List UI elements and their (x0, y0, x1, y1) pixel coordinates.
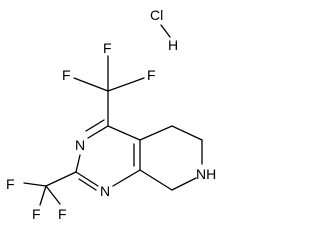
ring-bond-c4a-c5 (139, 125, 173, 141)
ring-bond-c8-c8a (139, 169, 173, 191)
ring-bond-c5-c6 (171, 125, 203, 141)
cf3-top-fluorine-1: F (103, 40, 112, 56)
c-cf3-bond-left (45, 171, 77, 187)
cf-bond-left-3 (45, 185, 61, 205)
cf3-left-fluorine-2: F (32, 206, 41, 222)
structure-diagram: Cl H F F F N N F F F NH (6, 7, 216, 222)
cf-bond-left-2 (39, 185, 47, 206)
ring-bond-c4-n3 (87, 125, 109, 139)
amine-nh-label: NH (196, 166, 216, 182)
ring-bond-n-c8 (171, 177, 197, 191)
cf3-top-fluorine-2: F (62, 67, 71, 83)
molecule-drawing: Cl H F F F N N F F F NH (6, 7, 216, 222)
hydrogen-label: H (168, 37, 178, 53)
cf3-left-fluorine-1: F (6, 176, 15, 192)
chlorine-label: Cl (150, 7, 163, 23)
ring-bond-n1-c8a (112, 169, 141, 187)
ring-bond-c4a-c4 (107, 125, 141, 141)
hcl-bond (160, 24, 171, 38)
cf3-top-fluorine-3: F (147, 67, 156, 83)
ring-double-bond-c2-n1 (78, 178, 97, 191)
ring-nitrogen-top: N (75, 137, 85, 153)
ring-nitrogen-bottom: N (100, 183, 110, 199)
cf-bond-top-2 (73, 77, 109, 92)
ring-bond-c2-n1 (75, 171, 99, 187)
ring-bond-n3-c2 (75, 154, 81, 173)
cf3-left-fluorine-3: F (58, 206, 67, 222)
cf-bond-left-1 (23, 182, 47, 187)
ring-double-bond-c4-n3 (85, 119, 105, 132)
cf-bond-top-3 (107, 77, 145, 92)
